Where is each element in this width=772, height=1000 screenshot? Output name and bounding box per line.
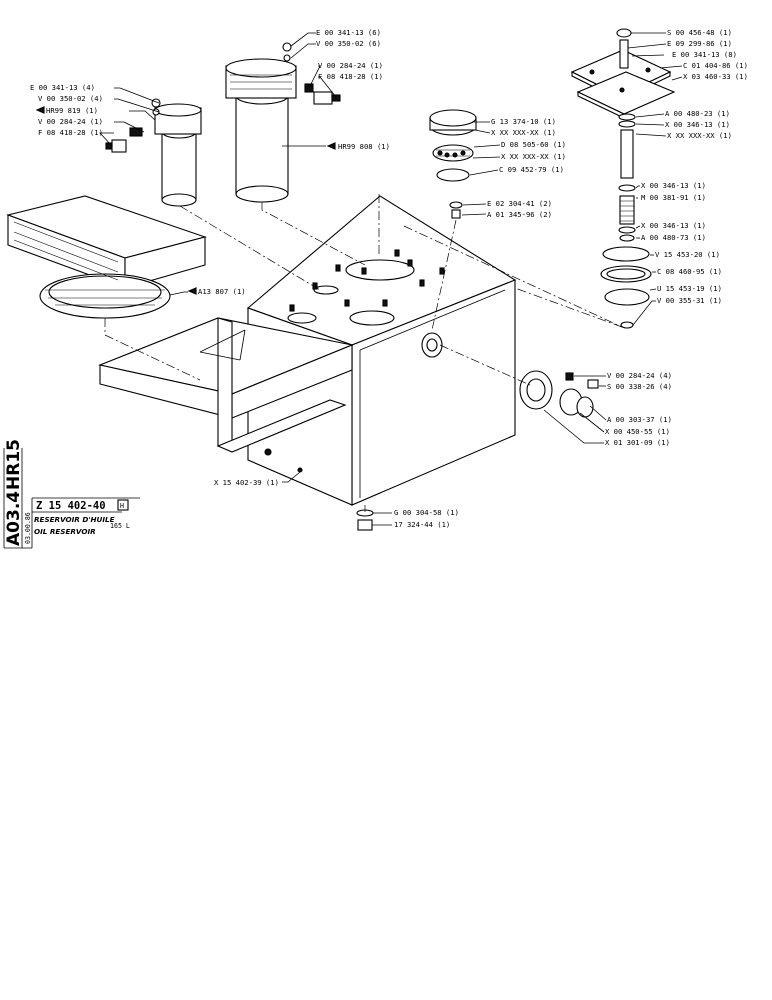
- tank-tray: [98, 317, 354, 453]
- callout-x-00-346-13-b: X 00 346-13 (1): [641, 181, 706, 190]
- callout-x-15-402-39: X 15 402-39 (1): [214, 478, 279, 487]
- callout-hr99-808: HR99 808 (1): [338, 142, 390, 151]
- callout-x-01-301-09: X 01 301-09 (1): [605, 438, 670, 447]
- callout-e-09-299-86: E 09 299-86 (1): [667, 39, 732, 48]
- callout-x-00-346-13-a: X 00 346-13 (1): [665, 120, 730, 129]
- callout-c-01-404-86: C 01 404-86 (1): [683, 61, 748, 70]
- callout-e-02-304-41: E 02 304-41 (2): [487, 199, 552, 208]
- revision-date: 03.00.86: [24, 512, 32, 544]
- callout-f-08-418-28-left: F 08 418-28 (1): [38, 128, 103, 137]
- callout-x-xx-xxx-xx-b: X XX XXX-XX (1): [501, 152, 566, 161]
- callout-m-00-381-91: M 00 381-91 (1): [641, 193, 706, 202]
- callout-x-00-450-55: X 00 450-55 (1): [605, 427, 670, 436]
- arrow-marker-icon: [326, 142, 336, 150]
- arrow-marker-icon: [187, 287, 197, 295]
- callout-a-00-480-23: A 00 480-23 (1): [665, 109, 730, 118]
- arrow-marker-icon: [35, 106, 45, 114]
- callout-a-01-345-96: A 01 345-96 (2): [487, 210, 552, 219]
- callout-e-00-341-13-8: E 00 341-13 (8): [672, 50, 737, 59]
- callout-c-09-452-79: C 09 452-79 (1): [499, 165, 564, 174]
- level-gauge-stack: [570, 28, 676, 329]
- callout-v-00-350-02-4: V 00 350-02 (4): [38, 94, 103, 103]
- drain-plug: [356, 509, 374, 531]
- callout-g-13-374-10: G 13 374-10 (1): [491, 117, 556, 126]
- callout-17-324-44: 17 324-44 (1): [394, 520, 450, 529]
- callout-hr99-819: HR99 819 (1): [46, 106, 98, 115]
- callout-d-08-505-60: D 08 505-60 (1): [501, 140, 566, 149]
- callout-a-00-480-73: A 00 480-73 (1): [641, 233, 706, 242]
- callout-x-xx-xxx-xx-a: X XX XXX-XX (1): [491, 128, 556, 137]
- breather-stack: [429, 109, 477, 219]
- side-flange-assembly: [519, 370, 599, 418]
- callout-v-00-350-02-6: V 00 350-02 (6): [316, 39, 381, 48]
- callout-s-00-338-26-4: S 00 338-26 (4): [607, 382, 672, 391]
- revision-box-icon: [117, 499, 129, 511]
- page-code: A03.4: [4, 491, 24, 546]
- callout-v-15-453-20: V 15 453-20 (1): [655, 250, 720, 259]
- callout-f-08-418-28-top: F 08 418-28 (1): [318, 72, 383, 81]
- callout-v-00-284-24-left: V 00 284-24 (1): [38, 117, 103, 126]
- callout-c-08-460-95: C 08 460-95 (1): [657, 267, 722, 276]
- callout-labels: E 00 341-13 (6) V 00 350-02 (6) V 00 284…: [30, 28, 748, 529]
- title-english: OIL RESERVOIR: [34, 527, 96, 536]
- callout-v-00-284-24-4: V 00 284-24 (4): [607, 371, 672, 380]
- callout-u-15-453-19: U 15 453-19 (1): [657, 284, 722, 293]
- leader-lines: [99, 32, 683, 526]
- callout-e-00-341-13-6: E 00 341-13 (6): [316, 28, 381, 37]
- callout-x-xx-xxx-xx-c: X XX XXX-XX (1): [667, 131, 732, 140]
- cooler-assembly: [6, 195, 207, 319]
- callout-x-03-460-33: X 03 460-33 (1): [683, 72, 748, 81]
- filter-hr99-808: [225, 42, 341, 203]
- callout-e-00-341-13-4: E 00 341-13 (4): [30, 83, 95, 92]
- title-block: HR15 A03.4 03.00.86 Z 15 402-40 H RESERV…: [3, 439, 140, 549]
- title-french: RESERVOIR D'HUILE: [34, 515, 115, 524]
- callout-v-00-355-31: V 00 355-31 (1): [657, 296, 722, 305]
- filter-hr99-819: [105, 98, 202, 207]
- callout-a13-807: A13 807 (1): [198, 287, 246, 296]
- callout-x-00-346-13-c: X 00 346-13 (1): [641, 221, 706, 230]
- callout-s-00-456-48: S 00 456-48 (1): [667, 28, 732, 37]
- assembly-lines: [104, 194, 623, 512]
- callout-g-00-304-58: G 00 304-58 (1): [394, 508, 459, 517]
- revision-mark: H: [120, 502, 124, 510]
- drawing-number: Z 15 402-40: [36, 500, 106, 512]
- callout-a-00-303-37: A 00 303-37 (1): [607, 415, 672, 424]
- model-code: HR15: [4, 439, 24, 490]
- capacity-label: 165 L: [110, 522, 130, 530]
- callout-v-00-284-24-top: V 00 284-24 (1): [318, 61, 383, 70]
